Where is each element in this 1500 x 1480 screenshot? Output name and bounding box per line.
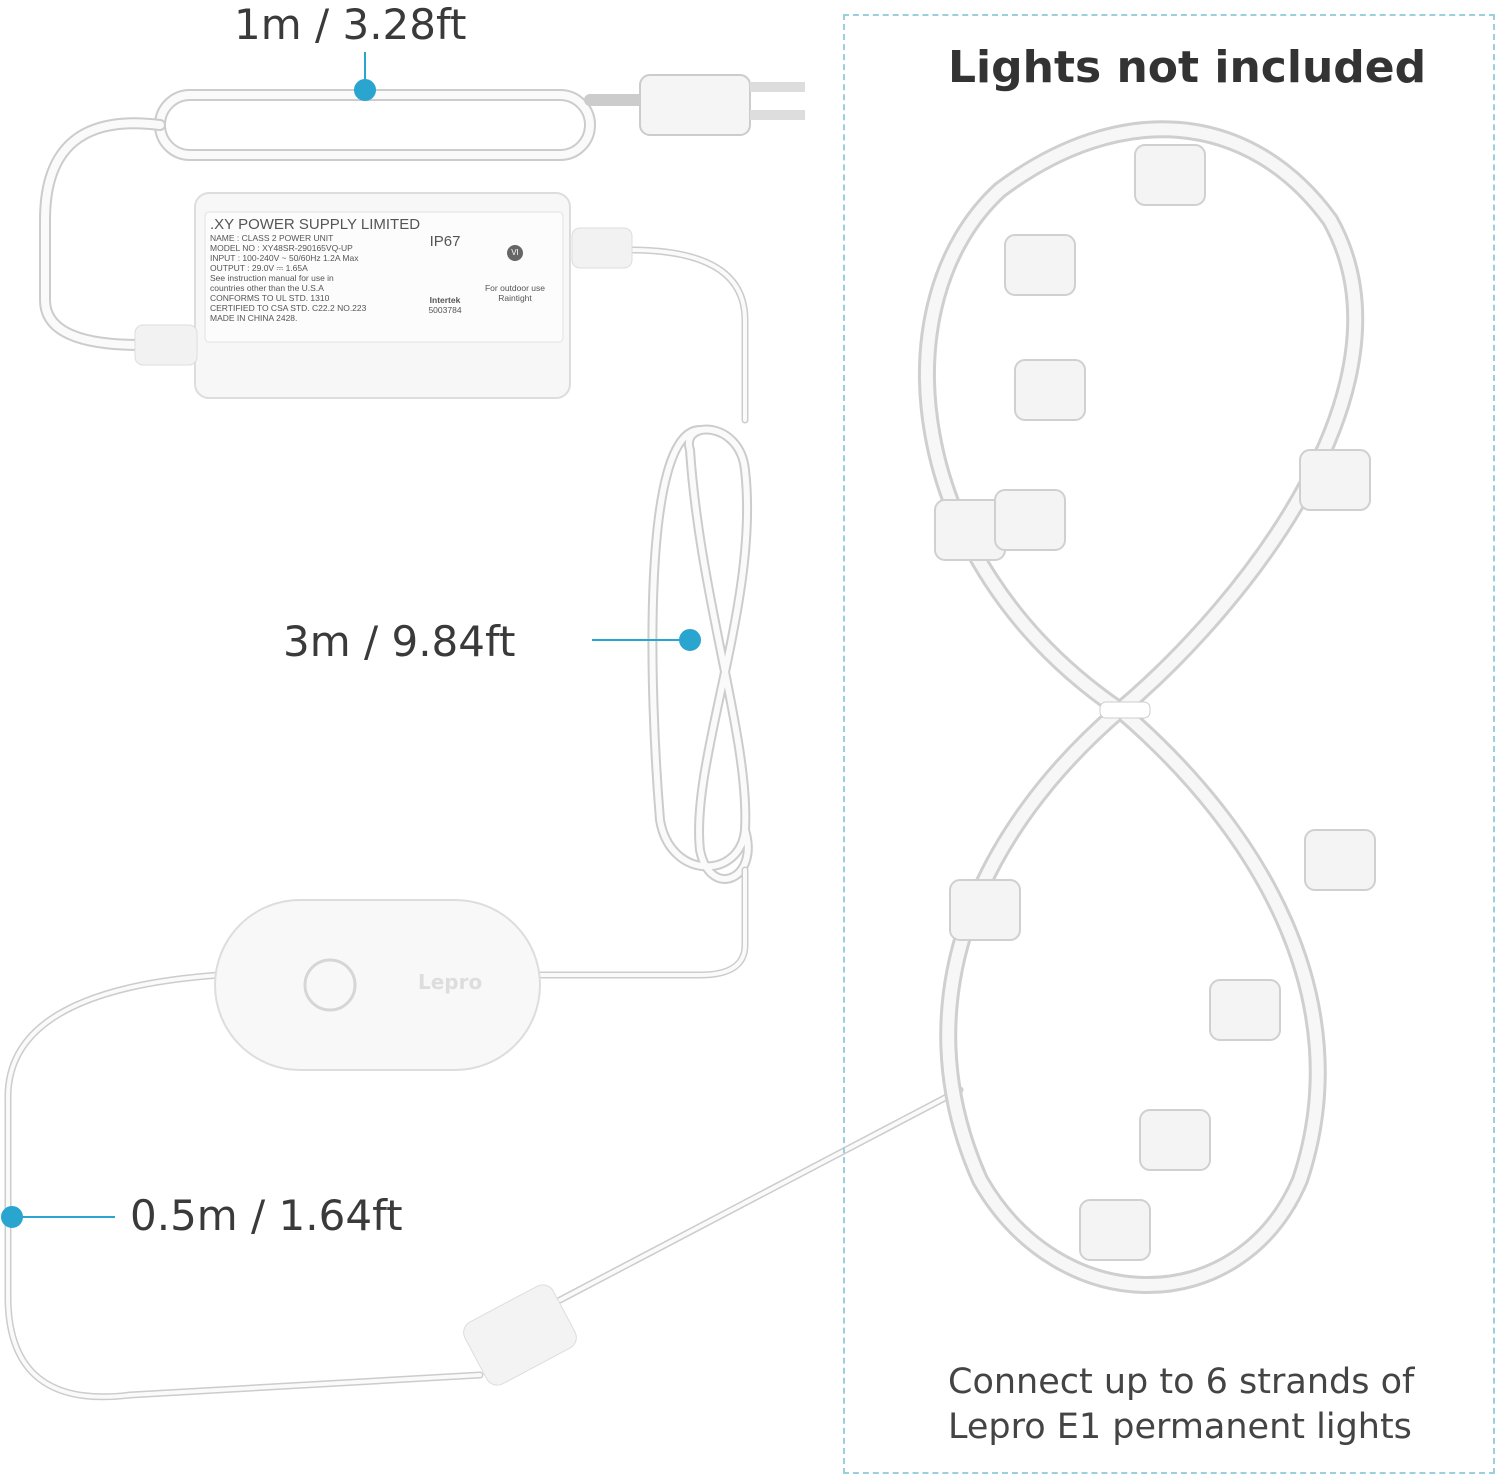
psu-line: CERTIFIED TO CSA STD. C22.2 NO.223 [210, 303, 367, 313]
efficiency-badge: VI [507, 245, 523, 261]
footer-line: Connect up to 6 strands of [948, 1362, 1415, 1402]
psu-brand: .XY POWER SUPPLY LIMITED [210, 216, 421, 233]
panel-footer: Connect up to 6 strands of Lepro E1 perm… [948, 1360, 1414, 1450]
raintight-text: Raintight [498, 293, 532, 303]
controller [214, 899, 541, 1071]
cert-name: Intertek [429, 295, 461, 305]
power-button-icon [303, 958, 357, 1012]
psu-line: NAME : CLASS 2 POWER UNIT [210, 233, 334, 243]
cert-number: 5003784 [428, 305, 462, 315]
psu-line: countries other than the U.S.A [210, 283, 324, 293]
cable-tie [1099, 701, 1151, 719]
connector [463, 1284, 577, 1386]
power-supply-label: .XY POWER SUPPLY LIMITED NAME : CLASS 2 … [210, 216, 560, 323]
psu-line: OUTPUT : 29.0V ⎓ 1.65A [210, 263, 308, 273]
lights-panel [843, 14, 1495, 1474]
extension-cable-length: 3m / 9.84ft [283, 617, 516, 666]
footer-line: Lepro E1 permanent lights [948, 1407, 1412, 1447]
ip-rating: IP67 [429, 233, 461, 250]
callouts [1, 52, 701, 1228]
plug [639, 74, 805, 136]
controller-brand: Lepro [418, 970, 483, 994]
psu-line: MODEL NO : XY48SR-290165VQ-UP [210, 243, 353, 253]
light-clips [934, 144, 1376, 1261]
psu-line: MADE IN CHINA 2428. [210, 313, 298, 323]
power-supply-box [134, 192, 633, 399]
outdoor-text: For outdoor use [484, 283, 545, 293]
controller-cable-length: 0.5m / 1.64ft [130, 1191, 403, 1240]
callout-dot [679, 629, 701, 651]
psu-line: See instruction manual for use in [210, 273, 334, 283]
plug-cable-length: 1m / 3.28ft [234, 0, 467, 49]
callout-dot [1, 1206, 23, 1228]
callout-dot [354, 79, 376, 101]
psu-line: CONFORMS TO UL STD. 1310 [210, 293, 330, 303]
panel-title: Lights not included [948, 42, 1427, 93]
psu-line: INPUT : 100-240V ~ 50/60Hz 1.2A Max [210, 253, 359, 263]
